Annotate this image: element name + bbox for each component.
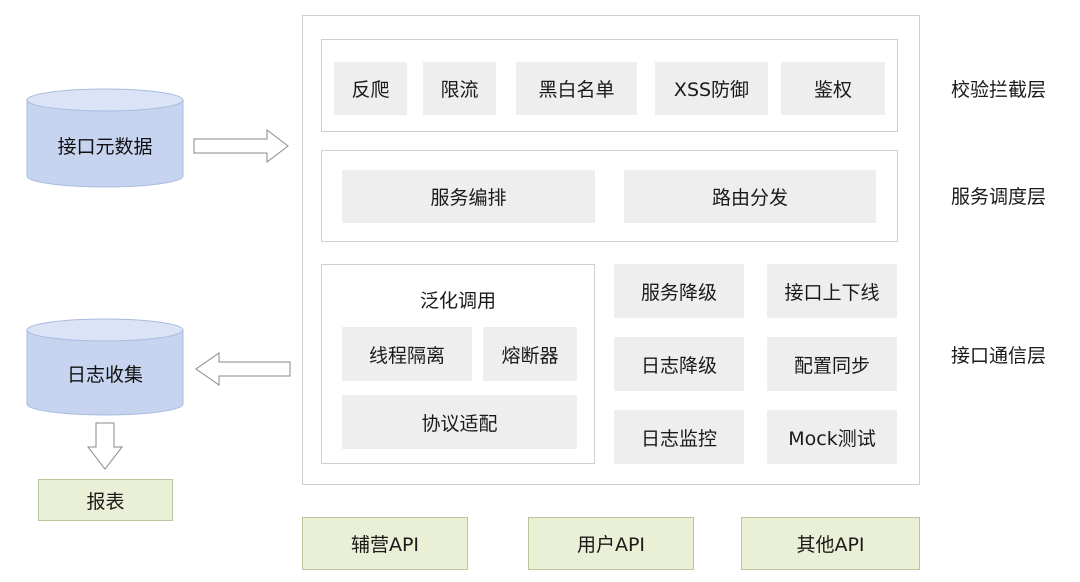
- route-dispatch-box: 路由分发: [624, 170, 876, 223]
- protocol-adapt-box: 协议适配: [342, 395, 577, 449]
- interface-online-offline-box: 接口上下线: [767, 264, 897, 318]
- report-box: 报表: [38, 479, 173, 521]
- metadata-store-cylinder: [26, 88, 184, 188]
- log-monitor-box: 日志监控: [614, 410, 744, 464]
- user-api-box: 用户API: [528, 517, 694, 570]
- check-layer-label: 校验拦截层: [951, 79, 1047, 101]
- generic-call-title: 泛化调用: [419, 289, 496, 312]
- service-orchestration-box: 服务编排: [342, 170, 595, 223]
- mock-test-box: Mock测试: [767, 410, 897, 464]
- auth-box: 鉴权: [781, 62, 885, 115]
- rate-limit-box: 限流: [423, 62, 496, 115]
- log-degrade-box: 日志降级: [614, 337, 744, 391]
- log-collect-label: 日志收集: [66, 363, 143, 386]
- circuit-breaker-box: 熔断器: [483, 327, 577, 381]
- xss-defense-box: XSS防御: [655, 62, 768, 115]
- log-collect-cylinder: [26, 318, 184, 416]
- comm-layer-label: 接口通信层: [951, 345, 1047, 367]
- arrow-down-icon: [86, 422, 124, 470]
- other-api-box: 其他API: [741, 517, 920, 570]
- anti-crawler-box: 反爬: [334, 62, 407, 115]
- config-sync-box: 配置同步: [767, 337, 897, 391]
- service-degrade-box: 服务降级: [614, 264, 744, 318]
- aux-api-box: 辅营API: [302, 517, 468, 570]
- arrow-right-icon: [193, 128, 289, 164]
- metadata-store-label: 接口元数据: [57, 135, 153, 158]
- black-white-list-box: 黑白名单: [516, 62, 637, 115]
- schedule-layer-label: 服务调度层: [951, 186, 1047, 208]
- thread-isolation-box: 线程隔离: [342, 327, 472, 381]
- arrow-left-icon: [195, 352, 291, 386]
